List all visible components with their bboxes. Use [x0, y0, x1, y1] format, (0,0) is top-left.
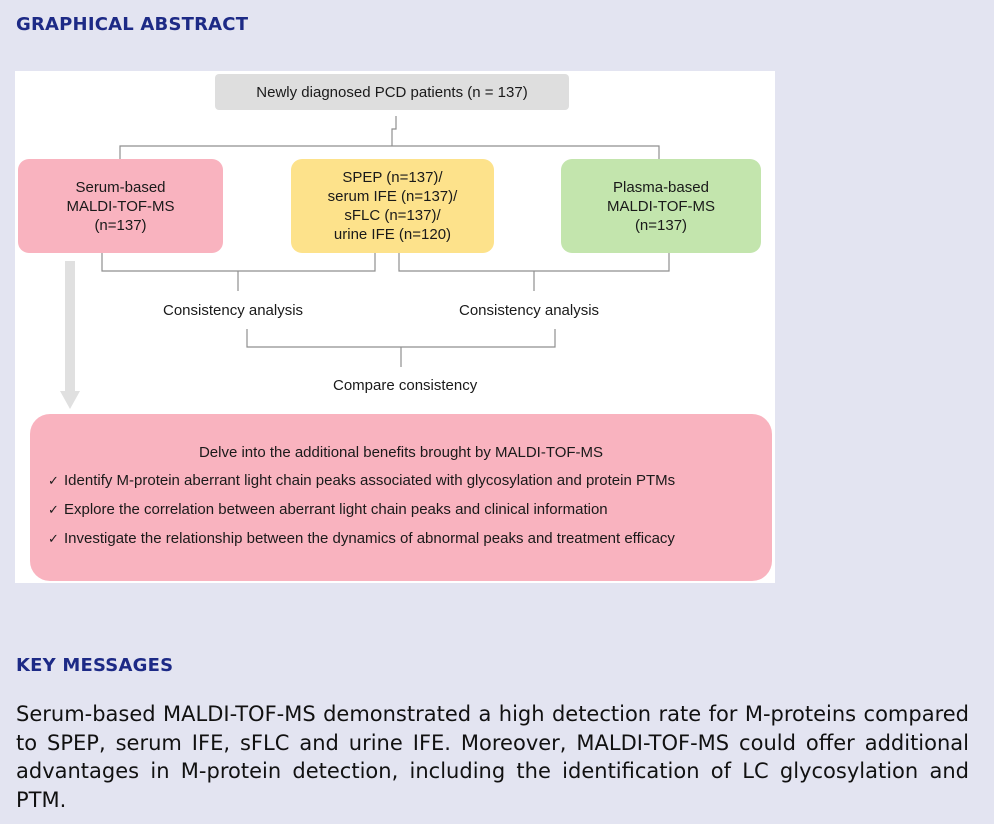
list-item: ✓ Investigate the relationship between th… — [48, 529, 675, 558]
benefit-text: Identify M-protein aberrant light chain … — [64, 472, 676, 489]
graphical-abstract-heading: GRAPHICAL ABSTRACT — [16, 14, 249, 35]
key-messages-body: Serum-based MALDI-TOF-MS demonstrated a … — [16, 702, 969, 812]
key-messages-heading: KEY MESSAGES — [16, 655, 174, 676]
check-icon: ✓ — [48, 474, 59, 489]
list-item: ✓ Identify M-protein aberrant light chain… — [48, 471, 675, 500]
bracket-connectors — [60, 116, 670, 409]
consistency-analysis-left-label: Consistency analysis — [163, 302, 304, 319]
additional-benefits-box: Delve into the additional benefits broug… — [30, 414, 772, 581]
benefits-list: ✓ Identify M-protein aberrant light chain… — [48, 471, 675, 558]
benefit-text: Investigate the relationship between the… — [64, 530, 675, 547]
consistency-analysis-right-label: Consistency analysis — [459, 302, 600, 319]
serum-maldi-box: Serum-based MALDI-TOF-MS (n=137) — [18, 159, 223, 253]
compare-consistency-label: Compare consistency — [333, 377, 478, 394]
newly-diagnosed-box: Newly diagnosed PCD patients (n = 137) — [215, 74, 569, 110]
plasma-maldi-box: Plasma-based MALDI-TOF-MS (n=137) — [561, 159, 761, 253]
graphical-abstract-figure: Newly diagnosed PCD patients (n = 137) S… — [15, 71, 775, 583]
list-item: ✓ Explore the correlation between aberran… — [48, 500, 675, 529]
check-icon: ✓ — [48, 532, 59, 547]
benefit-text: Explore the correlation between aberrant… — [64, 501, 608, 518]
additional-benefits-title: Delve into the additional benefits broug… — [198, 444, 604, 461]
check-icon: ✓ — [48, 503, 59, 518]
conventional-tests-box: SPEP (n=137)/ serum IFE (n=137)/ sFLC (n… — [291, 159, 494, 253]
